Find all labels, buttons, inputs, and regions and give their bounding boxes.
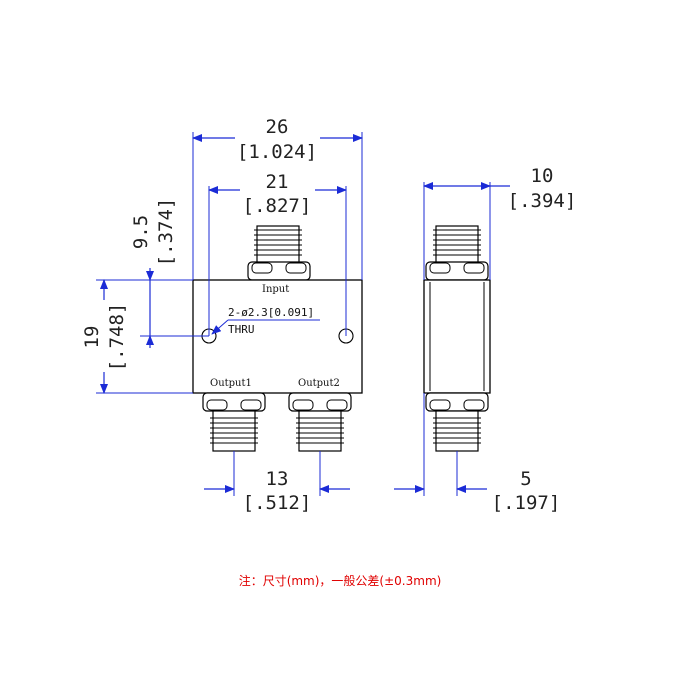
hole-leader-arrow (211, 319, 229, 335)
front-view: Input Output1 Output2 2-ø2.3[0.091] THRU (192, 225, 363, 452)
input-connector (247, 225, 311, 281)
dim-hole-spacing: 21 [.827] (208, 171, 347, 336)
dim-hole-offset: 9.5 [.374] (130, 198, 209, 348)
hole-note-thru: THRU (228, 323, 255, 336)
dim-thickness: 10 [.394] (423, 165, 577, 280)
dim-hole-offset-inch: [.374] (155, 198, 177, 267)
dim-height-inch: [.748] (106, 303, 128, 372)
dim-side-offset: 5 [.197] (394, 393, 560, 514)
dim-side-offset-inch: [.197] (492, 492, 561, 514)
side-top-connector (425, 225, 489, 281)
side-bottom-connector (425, 392, 489, 452)
splitter-body-front (192, 279, 363, 394)
dim-hole-spacing-inch: [.827] (243, 195, 312, 217)
dim-hole-spacing-mm: 21 (266, 171, 289, 193)
dim-thickness-inch: [.394] (508, 190, 577, 212)
dim-output-spacing-inch: [.512] (243, 492, 312, 514)
input-label: Input (262, 284, 289, 295)
side-view (423, 225, 491, 452)
output1-label: Output1 (210, 378, 252, 389)
dim-height: 19 [.748] (81, 279, 193, 394)
dim-output-spacing: 13 [.512] (204, 451, 350, 514)
hole-note: 2-ø2.3[0.091] (228, 306, 314, 319)
output2-connector (288, 392, 352, 452)
splitter-body-side (423, 279, 491, 394)
dim-total-width-inch: [1.024] (237, 141, 317, 163)
dim-hole-offset-mm: 9.5 (130, 215, 152, 249)
output1-connector (202, 392, 266, 452)
dim-side-offset-mm: 5 (520, 468, 531, 490)
dim-output-spacing-mm: 13 (266, 468, 289, 490)
output2-label: Output2 (298, 378, 340, 389)
dim-total-width: 26 [1.024] (192, 116, 363, 280)
tolerance-note: 注：尺寸(mm)，一般公差(±0.3mm) (238, 574, 442, 588)
dim-height-mm: 19 (81, 326, 103, 349)
dim-thickness-mm: 10 (531, 165, 554, 187)
dim-total-width-mm: 26 (266, 116, 289, 138)
